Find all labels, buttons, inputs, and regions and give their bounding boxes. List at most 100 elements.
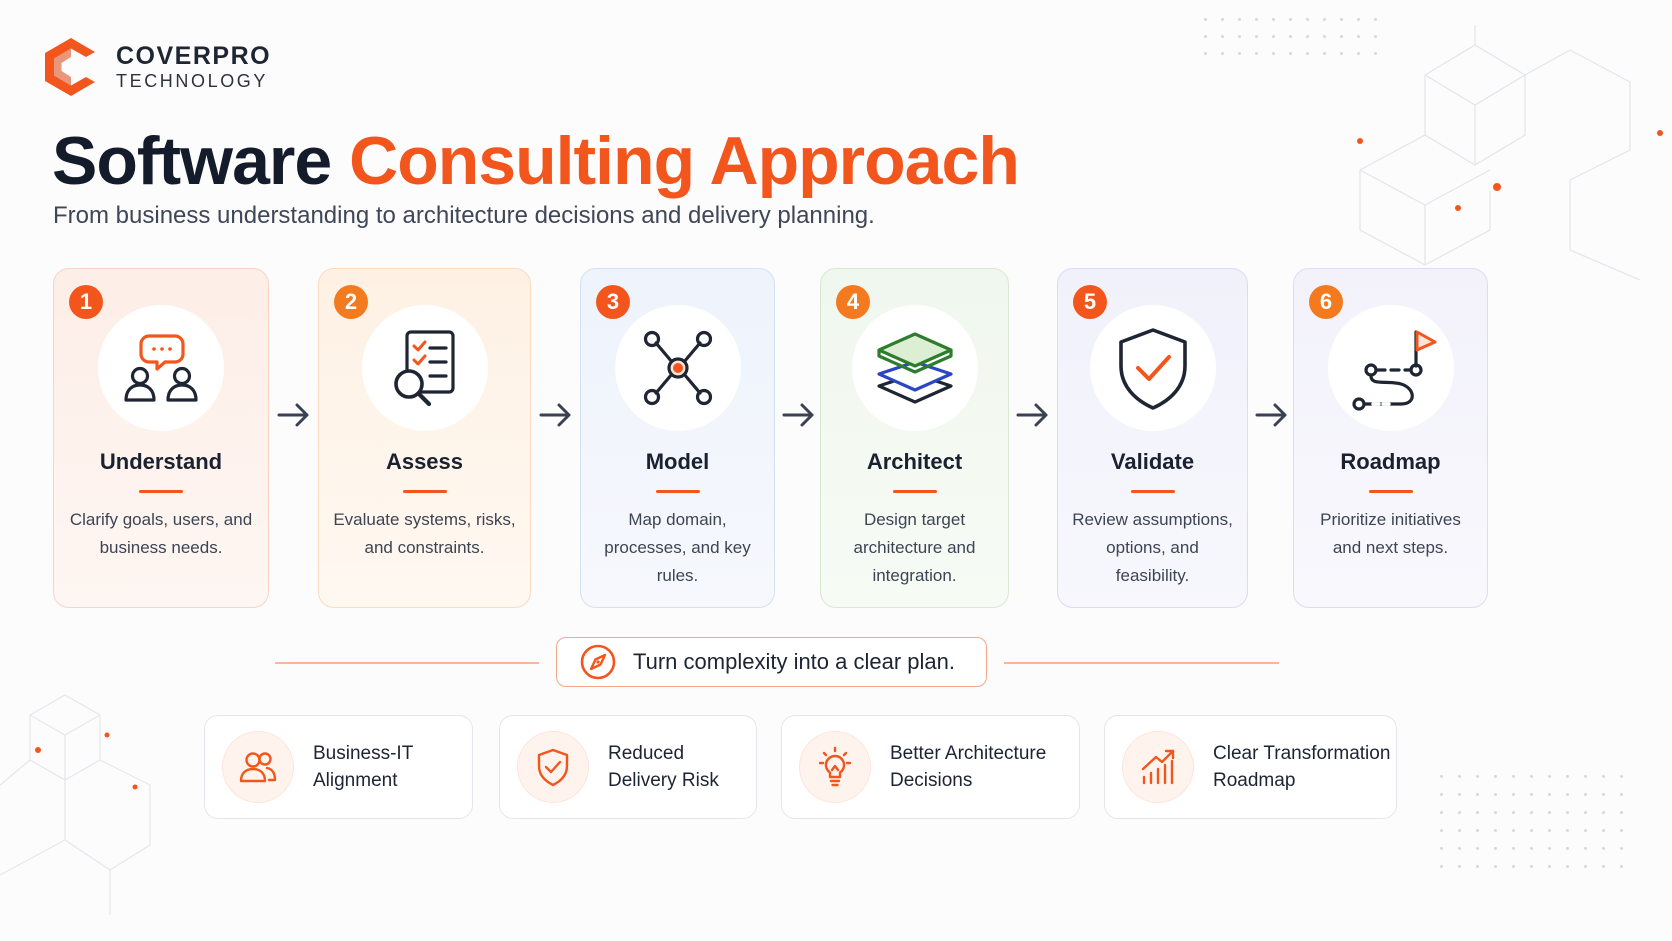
- decorative-dot: [1458, 865, 1461, 868]
- layers-icon: [876, 332, 953, 404]
- background-cube-decoration: [0, 694, 151, 915]
- step-icon-wrapper: [98, 305, 224, 431]
- decorative-dot: [1204, 52, 1207, 55]
- decorative-dot: [1620, 793, 1623, 796]
- decorative-dot: [1458, 793, 1461, 796]
- benefit-better-architecture-decisions: Better Architecture Decisions: [781, 715, 1080, 819]
- checklist-search-icon: [393, 330, 455, 407]
- decorative-dot: [1440, 775, 1443, 778]
- decorative-dot: [1494, 811, 1497, 814]
- decorative-dot: [1584, 829, 1587, 832]
- benefit-clear-transformation-roadmap: Clear Transformation Roadmap: [1104, 715, 1397, 819]
- page-title-main: Software: [52, 123, 332, 199]
- decorative-dot: [1530, 811, 1533, 814]
- decorative-dot: [1255, 35, 1258, 38]
- page-title-accent: Consulting Approach: [349, 123, 1020, 199]
- decorative-dot: [1566, 811, 1569, 814]
- benefit-icon-wrapper: [518, 732, 588, 802]
- decorative-dot: [1289, 18, 1292, 21]
- decorative-dot: [1476, 829, 1479, 832]
- decorative-dot: [1584, 793, 1587, 796]
- step-icon-wrapper: [1327, 305, 1454, 431]
- step-title-underline: [1368, 490, 1413, 493]
- decorative-dot: [1357, 35, 1360, 38]
- decorative-dot: [1289, 52, 1292, 55]
- decorative-dot: [1458, 811, 1461, 814]
- decorative-dot: [1204, 18, 1207, 21]
- dot-grid-decoration: [1440, 775, 1640, 895]
- decorative-dot: [1476, 775, 1479, 778]
- users-icon: [239, 752, 277, 783]
- decorative-dot: [1548, 811, 1551, 814]
- decorative-dot: [1566, 775, 1569, 778]
- step-icon-wrapper: [361, 305, 488, 431]
- decorative-dot: [1566, 865, 1569, 868]
- step-description: Review assumptions, options, and feasibi…: [1072, 510, 1233, 585]
- step-card-roadmap: 6 Roadmap Prioritize initiatives and nex…: [1293, 268, 1488, 608]
- decorative-dot: [1221, 52, 1224, 55]
- benefit-label-line1: Better Architecture: [890, 743, 1047, 764]
- decorative-dot: [1530, 865, 1533, 868]
- arrow-right-icon: [277, 403, 309, 427]
- decorative-dot: [1458, 829, 1461, 832]
- decorative-dot: [1340, 35, 1343, 38]
- step-description: Evaluate systems, risks, and constraints…: [333, 510, 516, 557]
- decorative-dot: [1272, 18, 1275, 21]
- decorative-dot: [1289, 35, 1292, 38]
- decorative-dot: [1602, 775, 1605, 778]
- compass-icon: [580, 644, 616, 680]
- step-icon-wrapper: [614, 305, 741, 431]
- step-title-underline: [402, 490, 447, 493]
- route-flag-icon: [1351, 330, 1436, 411]
- decorative-dot: [1238, 35, 1241, 38]
- decorative-dot: [1620, 775, 1623, 778]
- decorative-dot: [1584, 865, 1587, 868]
- benefit-label-line2: Roadmap: [1213, 770, 1296, 791]
- decorative-dot: [1530, 775, 1533, 778]
- decorative-dot: [1221, 18, 1224, 21]
- step-number-badge: 5: [1073, 285, 1107, 319]
- step-icon-wrapper: [1089, 305, 1216, 431]
- decorative-dot: [1323, 18, 1326, 21]
- benefit-label-line1: Reduced: [608, 743, 685, 764]
- decorative-dot: [1530, 847, 1533, 850]
- decorative-dot: [1530, 829, 1533, 832]
- decorative-dot: [1620, 847, 1623, 850]
- decorative-dot: [1512, 847, 1515, 850]
- step-card-architect: 4 Architect Design target architecture a…: [820, 268, 1009, 608]
- decorative-dot: [1602, 829, 1605, 832]
- decorative-dot: [1512, 865, 1515, 868]
- decorative-dot: [1340, 18, 1343, 21]
- decorative-dot: [1323, 35, 1326, 38]
- background-cube-decoration: [1357, 25, 1663, 280]
- step-number-badge: 3: [596, 285, 630, 319]
- decorative-dot: [1584, 775, 1587, 778]
- decorative-dot: [1476, 865, 1479, 868]
- decorative-dot: [1272, 52, 1275, 55]
- benefit-label-line1: Business-IT: [313, 743, 414, 764]
- step-card-assess: 2 Assess Evaluate systems, risks, and co…: [318, 268, 531, 608]
- decorative-dot: [1458, 847, 1461, 850]
- decorative-dot: [1340, 52, 1343, 55]
- decorative-dot: [1602, 847, 1605, 850]
- step-icon-wrapper: [851, 305, 978, 431]
- decorative-dot: [1306, 52, 1309, 55]
- step-title-underline: [1130, 490, 1175, 493]
- growth-chart-icon: [1141, 749, 1175, 785]
- divider-line: [275, 662, 539, 664]
- step-title-underline: [139, 490, 183, 493]
- decorative-dot: [1584, 811, 1587, 814]
- step-description: Prioritize initiatives and next steps.: [1320, 510, 1461, 557]
- decorative-dot: [1512, 811, 1515, 814]
- decorative-dot: [1602, 865, 1605, 868]
- benefit-reduced-delivery-risk: Reduced Delivery Risk: [499, 715, 757, 819]
- shield-check-icon: [537, 748, 569, 787]
- decorative-dot: [1548, 775, 1551, 778]
- step-card-model: 3 Model Map domain, processes, and key r…: [580, 268, 775, 608]
- page-title: Software Consulting Approach: [52, 123, 1020, 199]
- tagline-text: Turn complexity into a clear plan.: [633, 649, 955, 674]
- decorative-dot: [1494, 865, 1497, 868]
- coverpro-logo-icon: [45, 38, 95, 96]
- step-description: Design target architecture and integrati…: [853, 510, 976, 585]
- decorative-dot: [1440, 811, 1443, 814]
